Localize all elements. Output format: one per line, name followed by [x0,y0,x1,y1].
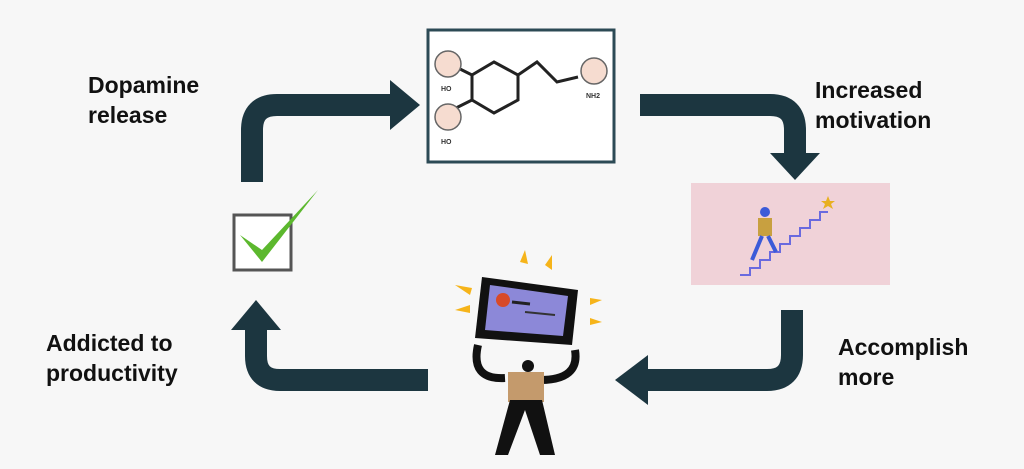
person-holding-certificate-image [455,250,602,455]
label-dopamine-release: Dopamine release [88,70,199,130]
label-accomplish-more: Accomplish more [838,332,968,392]
label-line: more [838,364,895,390]
arrowhead-1 [390,80,420,130]
label-line: Increased [815,77,923,103]
arrowhead-2 [770,153,820,180]
arrow-to-check [245,328,428,391]
arrowhead-3 [615,355,648,405]
stairs-climbing-image [691,183,890,285]
dopamine-molecule-image: HO HO NH2 [426,28,616,164]
ho-label-2: HO [441,139,452,146]
label-line: Accomplish [838,334,969,360]
label-line: productivity [46,360,178,386]
checkmark-icon [232,190,318,272]
ho-label-1: HO [441,86,452,93]
label-increased-motivation: Increased motivation [815,75,931,135]
label-addicted-to-productivity: Addicted to productivity [46,328,178,388]
arrow-to-accomplish [645,310,803,391]
label-line: Dopamine [88,72,200,98]
arrow-to-motivation [640,94,806,155]
nh2-label: NH2 [586,93,600,100]
arrow-to-dopamine [241,94,392,182]
label-line: motivation [815,107,932,133]
arrowhead-4 [231,300,281,330]
label-line: Addicted to [46,330,173,356]
label-line: release [88,102,168,128]
